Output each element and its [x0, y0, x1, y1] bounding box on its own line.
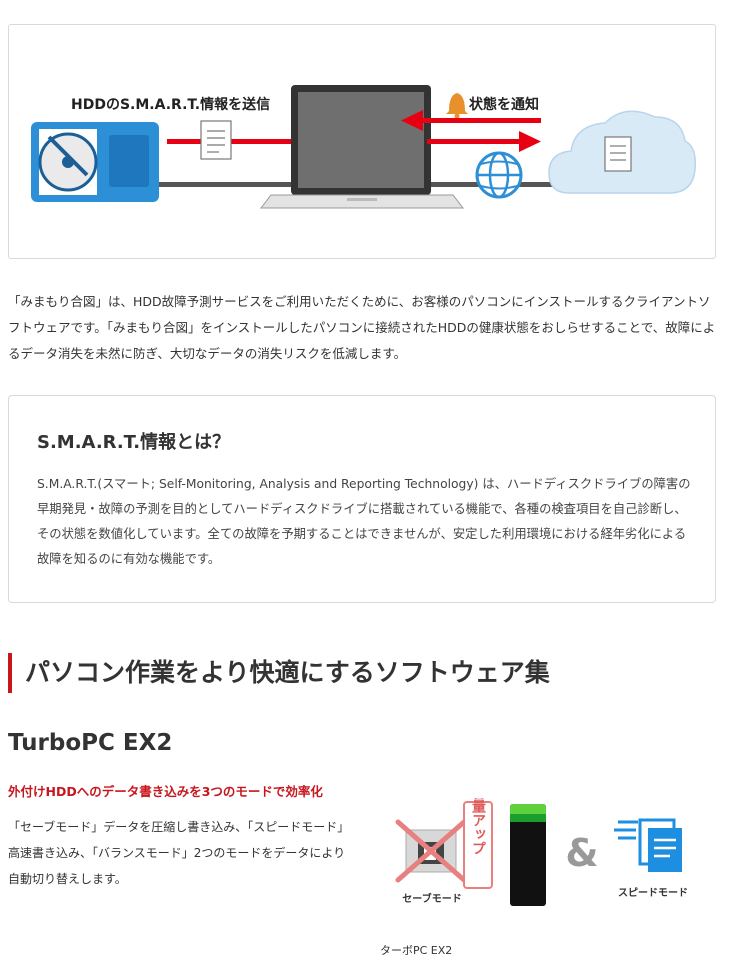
document-icon	[200, 120, 232, 160]
globe-icon	[475, 151, 523, 199]
section-heading: パソコン作業をより快適にするソフトウェア集	[8, 653, 550, 693]
intro-paragraph: 「みまもり合図」は、HDD故障予測サービスをご利用いただくために、お客様のパソコ…	[8, 294, 716, 361]
save-mode-label: セーブモード	[402, 892, 461, 905]
speed-mode-icon	[614, 818, 682, 872]
product-tagline: 外付けHDDへのデータ書き込みを3つのモードで効率化	[8, 784, 323, 799]
turbopc-illustration: セーブモード 容量アップ & スピードモード	[395, 784, 688, 906]
ampersand: &	[565, 831, 598, 875]
smart-info-title: S.M.A.R.T.情報とは？	[37, 432, 231, 453]
bell-icon	[446, 93, 468, 119]
product-image: セーブモード 容量アップ & スピードモード	[390, 784, 710, 922]
capacity-up-badge	[463, 801, 493, 889]
hero-illustration: HDDのS.M.A.R.T.情報を送信 状態を通知	[8, 24, 716, 259]
save-mode-icon	[395, 819, 467, 883]
smart-info-text: S.M.A.R.T.(スマート; Self-Monitoring, Analys…	[37, 477, 691, 566]
notify-arrow	[401, 110, 541, 131]
notify-label: 状態を通知	[469, 96, 539, 113]
laptop-icon	[259, 85, 465, 209]
send-label: HDDのS.M.A.R.T.情報を送信	[71, 96, 270, 113]
hero-diagram: HDDのS.M.A.R.T.情報を送信 状態を通知	[31, 85, 697, 209]
cloud-icon	[548, 110, 697, 194]
smart-info-box: S.M.A.R.T.情報とは？ S.M.A.R.T.(スマート; Self-Mo…	[8, 395, 716, 603]
usb-drive-icon	[510, 804, 546, 906]
speed-mode-label: スピードモード	[618, 887, 688, 899]
product-description: 「セーブモード」データを圧縮し書き込み、「スピードモード」高速書き込み、「バラン…	[8, 820, 350, 886]
hdd-icon	[31, 122, 159, 202]
product-name: TurboPC EX2	[8, 730, 173, 756]
product-image-caption: ターボPC EX2	[380, 944, 453, 957]
send-line	[167, 139, 297, 144]
send-arrow	[427, 131, 541, 152]
capacity-up-text: 容量アップ	[470, 798, 487, 855]
